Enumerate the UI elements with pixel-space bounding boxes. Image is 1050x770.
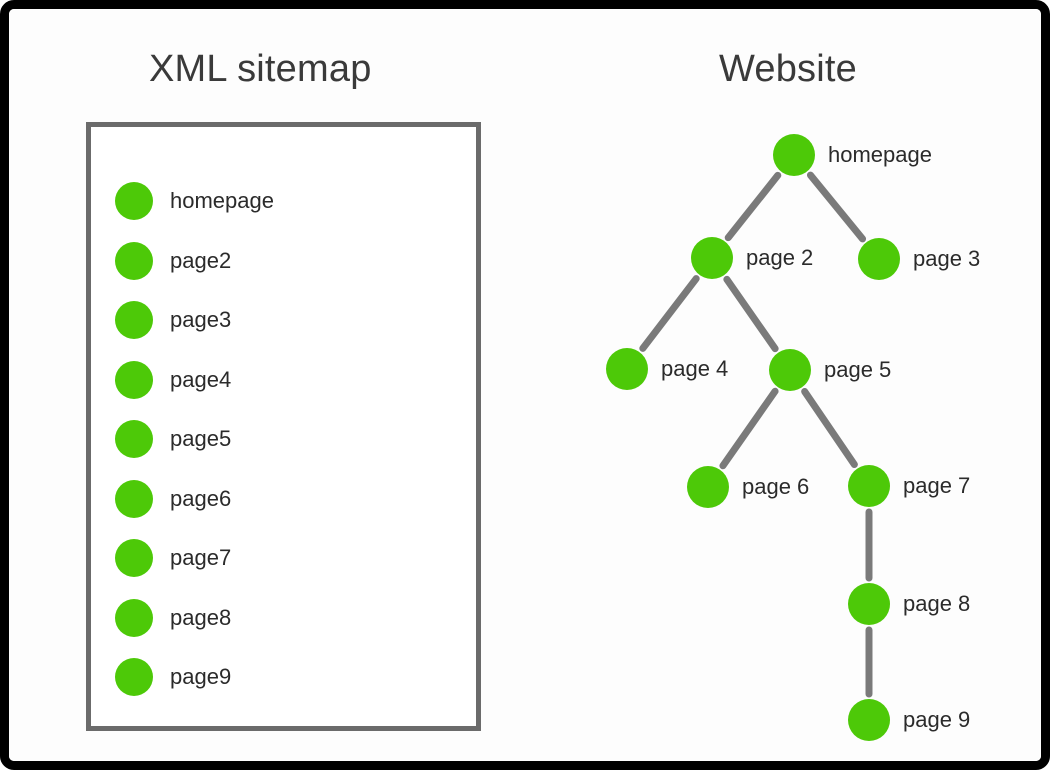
sitemap-item-label: page8 [170, 604, 232, 630]
page-node-icon [115, 479, 153, 518]
sitemap-item-label: page4 [170, 366, 232, 392]
tree-node-label: page 8 [903, 591, 971, 616]
tree-node-page8[interactable]: page 8 [848, 583, 970, 625]
xml-sitemap-title: XML sitemap [149, 48, 372, 90]
sitemap-item-label: page6 [170, 485, 232, 511]
page-node-icon [115, 658, 153, 696]
sitemap-list-item[interactable]: page6 [115, 479, 231, 519]
page-node-icon [858, 238, 900, 280]
page-node-icon [773, 134, 815, 176]
tree-node-homepage[interactable]: homepage [773, 134, 932, 176]
page-node-icon [848, 583, 890, 625]
sitemap-item-label: page5 [170, 426, 232, 451]
sitemap-list-item[interactable]: page7 [115, 538, 231, 578]
tree-node-label: page 2 [746, 245, 814, 270]
sitemap-list-item[interactable]: page3 [115, 300, 231, 340]
tree-edge-page2-page5 [723, 275, 779, 353]
page-node-icon [115, 360, 153, 399]
tree-edge-page5-page6 [719, 387, 779, 470]
page-node-icon [687, 466, 729, 508]
tree-node-label: page 5 [824, 357, 892, 382]
page-node-icon [769, 349, 811, 391]
sitemap-item-label: page7 [170, 545, 232, 570]
sitemap-item-label: page3 [170, 307, 232, 332]
tree-edge-homepage-page2 [724, 171, 782, 242]
tree-node-page7[interactable]: page 7 [848, 465, 970, 507]
sitemap-list-item[interactable]: homepage [115, 181, 274, 221]
sitemap-list-item[interactable]: page4 [115, 360, 231, 400]
tree-edge-page5-page7 [801, 387, 858, 469]
tree-node-label: page 6 [742, 474, 810, 499]
tree-node-page6[interactable]: page 6 [687, 466, 809, 508]
tree-node-label: homepage [828, 142, 932, 167]
sitemap-item-label: page9 [170, 664, 232, 689]
sitemap-list-item[interactable]: page5 [115, 419, 231, 459]
page-node-icon [115, 301, 153, 339]
tree-node-page9[interactable]: page 9 [848, 699, 970, 741]
sitemap-list-item[interactable]: page8 [115, 598, 231, 638]
tree-node-page3[interactable]: page 3 [858, 238, 980, 280]
xml-sitemap-box: homepage page2 page3 page4 page5 page6 page7 pa… [86, 122, 481, 731]
tree-edge-page2-page4 [639, 275, 700, 352]
page-node-icon [115, 241, 153, 280]
page-node-icon [115, 182, 153, 220]
page-node-icon [115, 598, 153, 637]
tree-node-label: page 3 [913, 246, 981, 271]
page-node-icon [848, 699, 890, 741]
tree-node-label: page 7 [903, 473, 971, 498]
page-node-icon [115, 420, 153, 458]
sitemap-item-label: page2 [170, 247, 232, 273]
website-title: Website [719, 48, 857, 90]
tree-node-page5[interactable]: page 5 [769, 349, 891, 391]
diagram-inner-surface: XML sitemap Website homepage page2 page3 pa… [9, 9, 1041, 761]
tree-edge-homepage-page3 [806, 171, 867, 243]
page-node-icon [691, 237, 733, 279]
sitemap-list-item[interactable]: page2 [115, 241, 231, 281]
page-node-icon [115, 539, 153, 577]
tree-node-page2[interactable]: page 2 [691, 237, 813, 279]
page-node-icon [848, 465, 890, 507]
page-node-icon [606, 348, 648, 390]
sitemap-list-item[interactable]: page9 [115, 657, 231, 697]
sitemap-list: homepage page2 page3 page4 page5 page6 page7 pa… [91, 127, 476, 726]
tree-node-label: page 4 [661, 356, 729, 381]
tree-node-label: page 9 [903, 707, 971, 732]
sitemap-item-label: homepage [170, 188, 274, 213]
tree-node-page4[interactable]: page 4 [606, 348, 728, 390]
